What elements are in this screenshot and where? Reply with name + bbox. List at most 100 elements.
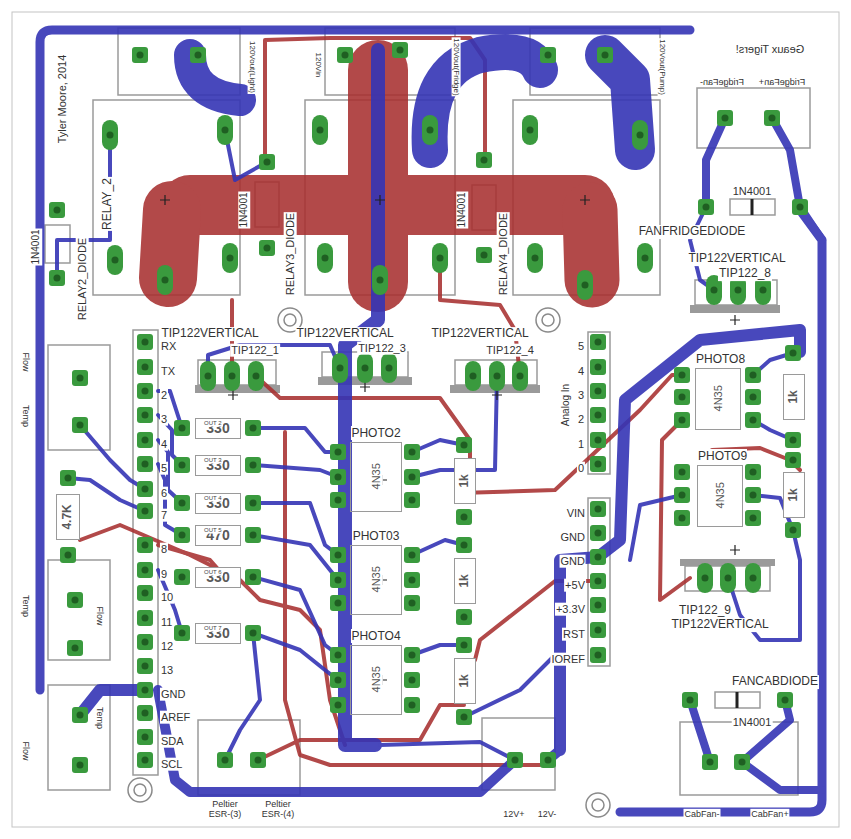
solder-pad xyxy=(259,240,275,256)
solder-pad xyxy=(174,420,190,436)
solder-pad xyxy=(456,709,472,725)
pin-label: 10 xyxy=(160,591,174,604)
solder-pad xyxy=(60,470,76,486)
silkscreen-label: Flow xyxy=(21,740,31,761)
silkscreen-label: OUT 3 xyxy=(203,457,223,464)
solder-pad xyxy=(217,115,233,145)
mounting-hole xyxy=(542,314,554,326)
mounting-hole xyxy=(536,308,560,332)
pin-label: 3 xyxy=(160,413,168,426)
solder-pad xyxy=(102,120,118,150)
component-outline xyxy=(48,345,110,450)
silkscreen-label: RELAY4_DIODE xyxy=(497,212,510,296)
center-mark xyxy=(160,195,740,685)
solder-pad xyxy=(245,495,261,511)
copper-trace-top xyxy=(80,38,800,765)
silkscreen-label: 1N4001 xyxy=(456,191,468,228)
resistor-value: 4.7K xyxy=(61,504,75,529)
part-name: PHOTO8 xyxy=(696,352,745,366)
solder-pad xyxy=(637,243,653,273)
solder-pad xyxy=(404,444,420,460)
solder-pad xyxy=(745,367,761,383)
copper-trace-bottom xyxy=(430,52,540,150)
solder-pad xyxy=(597,47,613,63)
solder-pad xyxy=(245,420,261,436)
solder-pad xyxy=(745,487,761,503)
silkscreen-label: CabFan- xyxy=(683,809,720,819)
solder-pad xyxy=(512,361,528,391)
solder-pad xyxy=(174,527,190,543)
component-outline xyxy=(198,720,300,795)
pin-label: 1 xyxy=(577,438,585,451)
solder-pad xyxy=(217,752,233,768)
copper-trace-bottom xyxy=(40,30,822,812)
silkscreen-label: 1N4001 xyxy=(732,716,773,729)
mounting-hole xyxy=(586,793,610,817)
part-name: PHOTO9 xyxy=(698,449,747,463)
pin-label: 0 xyxy=(577,462,585,475)
copper-trace-bottom xyxy=(464,650,560,717)
solder-pad xyxy=(337,47,353,63)
solder-pad xyxy=(222,243,238,273)
silkscreen-label: RELAY3_DIODE xyxy=(284,212,297,296)
silkscreen-label: 12V- xyxy=(537,809,558,819)
solder-pad xyxy=(330,492,346,508)
solder-pad xyxy=(132,47,148,63)
silkscreen-label: Temp xyxy=(21,404,31,428)
part-value: 4N35 xyxy=(370,666,383,692)
part-value: 4N35 xyxy=(714,482,727,508)
pin-label: 13 xyxy=(160,664,174,677)
solder-pad xyxy=(137,432,153,448)
solder-pad xyxy=(49,202,65,218)
copper-trace-bottom xyxy=(742,700,822,790)
solder-pad xyxy=(476,152,492,168)
pin-label: 2 xyxy=(160,389,168,402)
solder-pad xyxy=(224,361,240,391)
copper-trace-bottom xyxy=(772,118,822,240)
silkscreen-label: Temp xyxy=(95,706,105,730)
solder-pad xyxy=(72,757,88,773)
solder-pad xyxy=(137,585,153,601)
copper-trace-top xyxy=(285,432,540,765)
copper-trace-bottom xyxy=(690,700,710,762)
pin-label: 11 xyxy=(160,616,173,629)
silkscreen-label: CabFan+ xyxy=(750,809,789,819)
copper-trace-bottom xyxy=(253,503,338,555)
pin-label: 2 xyxy=(577,413,585,426)
pin-label: TX xyxy=(160,365,176,378)
ic-package: PHOTO24N35 xyxy=(350,442,402,512)
solder-pad xyxy=(785,452,801,468)
solder-pad xyxy=(137,456,153,472)
solder-pad xyxy=(137,729,153,745)
resistor-value: 1k xyxy=(787,390,801,403)
silkscreen-label: FridgeFan- xyxy=(699,77,745,87)
silkscreen-label: TIP122VERTICAL xyxy=(687,252,786,266)
silkscreen-label: TIP122_3 xyxy=(357,342,407,355)
resistor-value: 1k xyxy=(458,574,472,587)
copper-trace-bottom xyxy=(253,535,338,580)
pin-label: VIN xyxy=(566,507,586,520)
silkscreen-label: OUT 2 xyxy=(203,420,223,427)
pin-label: 9 xyxy=(160,568,168,581)
silkscreen-label: Tyler Moore, 2014 xyxy=(56,54,69,145)
copper-trace-top xyxy=(80,525,345,745)
pin-label: GND xyxy=(160,688,186,701)
solder-pad xyxy=(137,658,153,674)
copper-trace-top xyxy=(256,376,470,458)
solder-pad xyxy=(245,457,261,473)
copper-trace-bottom xyxy=(598,330,800,557)
copper-trace-bottom xyxy=(630,495,682,560)
solder-pad xyxy=(476,247,492,263)
solder-pad xyxy=(404,492,420,508)
solder-pad xyxy=(107,245,123,275)
copper-trace-bottom xyxy=(253,465,338,477)
pin-label: 4 xyxy=(577,365,585,378)
mounting-hole xyxy=(134,784,146,796)
copper-trace-bottom xyxy=(620,210,822,812)
transistor-tab xyxy=(690,305,780,313)
pin-label: RST xyxy=(562,628,586,641)
silkscreen-label: RELAY2_DIODE xyxy=(76,237,89,321)
solder-pad xyxy=(785,432,801,448)
solder-pad xyxy=(785,345,801,361)
silkscreen-label: 120Vout(Pump) xyxy=(657,38,666,96)
